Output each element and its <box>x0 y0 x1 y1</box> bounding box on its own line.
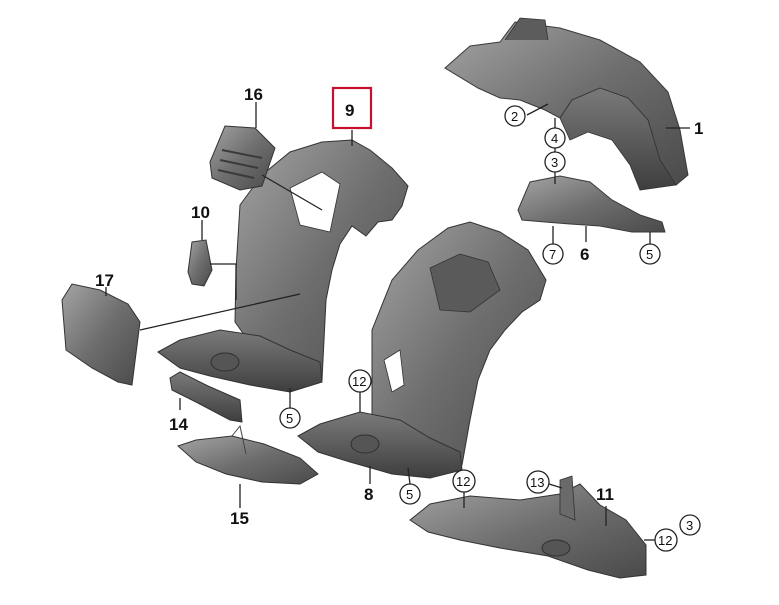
callout-12-right: 12 <box>654 528 678 552</box>
label-part-1: 1 <box>694 119 703 138</box>
part-16-grille-insert <box>209 125 276 191</box>
part-15-underbody-panel <box>177 424 319 485</box>
svg-text:7: 7 <box>549 247 556 262</box>
svg-text:5: 5 <box>406 487 413 502</box>
part-11-lower-panel <box>409 475 647 579</box>
svg-text:4: 4 <box>551 131 558 146</box>
svg-text:3: 3 <box>551 155 558 170</box>
callout-12-left: 12 <box>348 369 372 393</box>
label-part-6: 6 <box>580 245 589 264</box>
part-17-side-panel <box>61 283 141 386</box>
label-part-9: 9 <box>345 101 354 120</box>
callout-5-right: 5 <box>639 243 661 265</box>
callout-5-left: 5 <box>279 407 301 429</box>
part-9-wheel-arch-liner <box>157 139 409 393</box>
callout-12-middle: 12 <box>452 469 476 493</box>
label-part-11: 11 <box>596 485 614 504</box>
callout-13: 13 <box>526 470 550 494</box>
svg-text:2: 2 <box>511 109 518 124</box>
callout-7: 7 <box>542 243 564 265</box>
svg-text:3: 3 <box>686 518 693 533</box>
part-8-wheel-arch-liner <box>297 221 547 479</box>
callout-4: 4 <box>544 127 566 149</box>
highlight-box <box>331 86 373 130</box>
part-10-clip <box>187 239 213 287</box>
svg-text:12: 12 <box>352 374 366 389</box>
part-6-bracket <box>517 175 666 233</box>
svg-text:12: 12 <box>456 474 470 489</box>
callout-5-middle: 5 <box>399 483 421 505</box>
callout-3-right: 3 <box>679 514 701 536</box>
label-part-17: 17 <box>95 271 114 290</box>
part-14-strip <box>169 371 243 423</box>
label-part-10: 10 <box>191 203 210 222</box>
svg-text:5: 5 <box>646 247 653 262</box>
label-part-16: 16 <box>244 85 263 104</box>
label-part-15: 15 <box>230 509 249 528</box>
callout-2: 2 <box>504 105 526 127</box>
leader-lines <box>105 102 690 541</box>
callout-3: 3 <box>544 151 566 173</box>
part-1-wheel-arch-cover <box>444 17 689 191</box>
svg-text:12: 12 <box>658 533 672 548</box>
svg-text:13: 13 <box>530 475 544 490</box>
label-part-14: 14 <box>169 415 188 434</box>
label-part-8: 8 <box>364 485 373 504</box>
svg-text:5: 5 <box>286 411 293 426</box>
